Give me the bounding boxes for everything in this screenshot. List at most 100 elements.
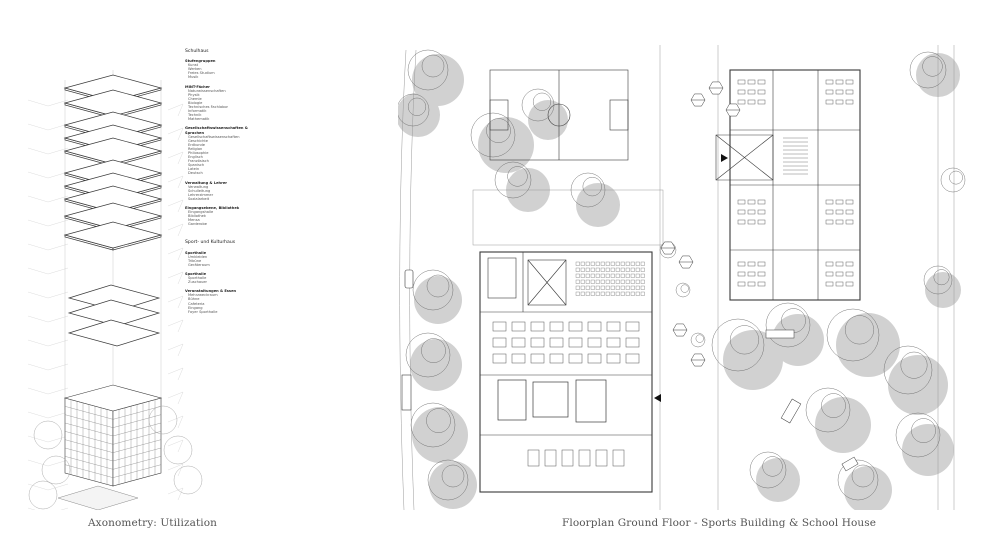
seat — [575, 291, 580, 296]
core-room — [575, 379, 607, 423]
seat — [575, 267, 580, 272]
legend-item: Tribüne — [188, 258, 202, 263]
tree-canopy — [412, 269, 454, 311]
desk — [845, 281, 854, 287]
playground — [765, 329, 859, 472]
tree-shadow — [528, 100, 568, 140]
context-line — [27, 435, 69, 443]
seat — [590, 267, 595, 272]
desk — [757, 99, 766, 105]
seat — [580, 279, 585, 284]
tree-outline — [148, 405, 178, 435]
classroom-desks — [737, 79, 854, 287]
context-line — [27, 243, 69, 251]
tree-shadow — [576, 183, 620, 227]
seat — [615, 279, 620, 284]
seat — [605, 273, 610, 278]
axonometry-panel — [27, 40, 268, 525]
desk — [835, 99, 844, 105]
seat — [600, 261, 605, 266]
seat — [640, 261, 645, 266]
seat — [630, 261, 635, 266]
legend-item: Erdkunde — [188, 142, 205, 147]
context-line — [27, 315, 69, 323]
seat — [620, 285, 625, 290]
seat — [610, 267, 615, 272]
seat — [620, 279, 625, 284]
tree-canopy — [940, 167, 966, 193]
context-line — [167, 439, 184, 453]
slab-top — [63, 89, 163, 117]
legend-item: Physik — [188, 92, 200, 97]
seat — [610, 261, 615, 266]
seat — [595, 279, 600, 284]
desk — [825, 89, 834, 95]
table — [549, 337, 564, 348]
bus — [401, 374, 412, 411]
legend-item: Kunst — [188, 63, 199, 68]
tree-canopy — [427, 459, 469, 501]
tree-canopy-inner — [421, 54, 445, 78]
seat — [595, 273, 600, 278]
school-stairs — [783, 137, 808, 175]
desk — [747, 199, 756, 205]
seat — [615, 291, 620, 296]
hall-diagonal — [715, 134, 774, 181]
tree-shadow — [836, 313, 900, 377]
legend-schoolhouse-title: Schulhaus — [185, 49, 209, 54]
context-line — [27, 339, 69, 347]
context-line — [167, 295, 184, 309]
desk — [757, 271, 766, 277]
seat — [625, 285, 630, 290]
seat — [580, 267, 585, 272]
seat — [620, 267, 625, 272]
legend-item: Deutsch — [188, 171, 203, 176]
context-line — [27, 123, 69, 131]
seat — [585, 267, 590, 272]
play-structure — [780, 398, 802, 424]
legend-item: Informatik — [188, 109, 207, 114]
table — [492, 353, 507, 364]
seat — [585, 285, 590, 290]
desk — [825, 209, 834, 215]
legend-item: Schulleitung — [188, 188, 211, 193]
context-line — [167, 175, 184, 189]
seat — [585, 261, 590, 266]
seat — [600, 279, 605, 284]
table — [544, 449, 557, 467]
legend-item: Mensa — [188, 218, 200, 223]
table — [606, 353, 621, 364]
seat — [625, 261, 630, 266]
seat — [630, 291, 635, 296]
desk — [845, 199, 854, 205]
seat — [585, 291, 590, 296]
seat — [590, 279, 595, 284]
desk — [737, 199, 746, 205]
context-line — [27, 195, 69, 203]
tree-canopy-inner — [729, 325, 760, 355]
legend-item: Sporthalle — [188, 276, 207, 281]
tree-outline — [28, 480, 58, 510]
desk — [747, 219, 756, 225]
tree-canopy — [690, 332, 706, 348]
desk — [737, 281, 746, 287]
seat — [590, 285, 595, 290]
desk — [835, 261, 844, 267]
desk — [737, 89, 746, 95]
tree-canopies — [396, 49, 966, 501]
context-line — [167, 487, 184, 501]
seat — [610, 279, 615, 284]
desk — [747, 79, 756, 85]
table — [561, 449, 574, 467]
legend-item: Französisch — [188, 159, 209, 164]
slab-top — [63, 221, 163, 249]
legend-item: Mehrzweckraum — [188, 293, 218, 298]
legend-item: Bibliothek — [188, 214, 206, 219]
desk — [737, 219, 746, 225]
tree-canopy — [470, 112, 516, 158]
tree-canopy-inner — [426, 408, 451, 433]
